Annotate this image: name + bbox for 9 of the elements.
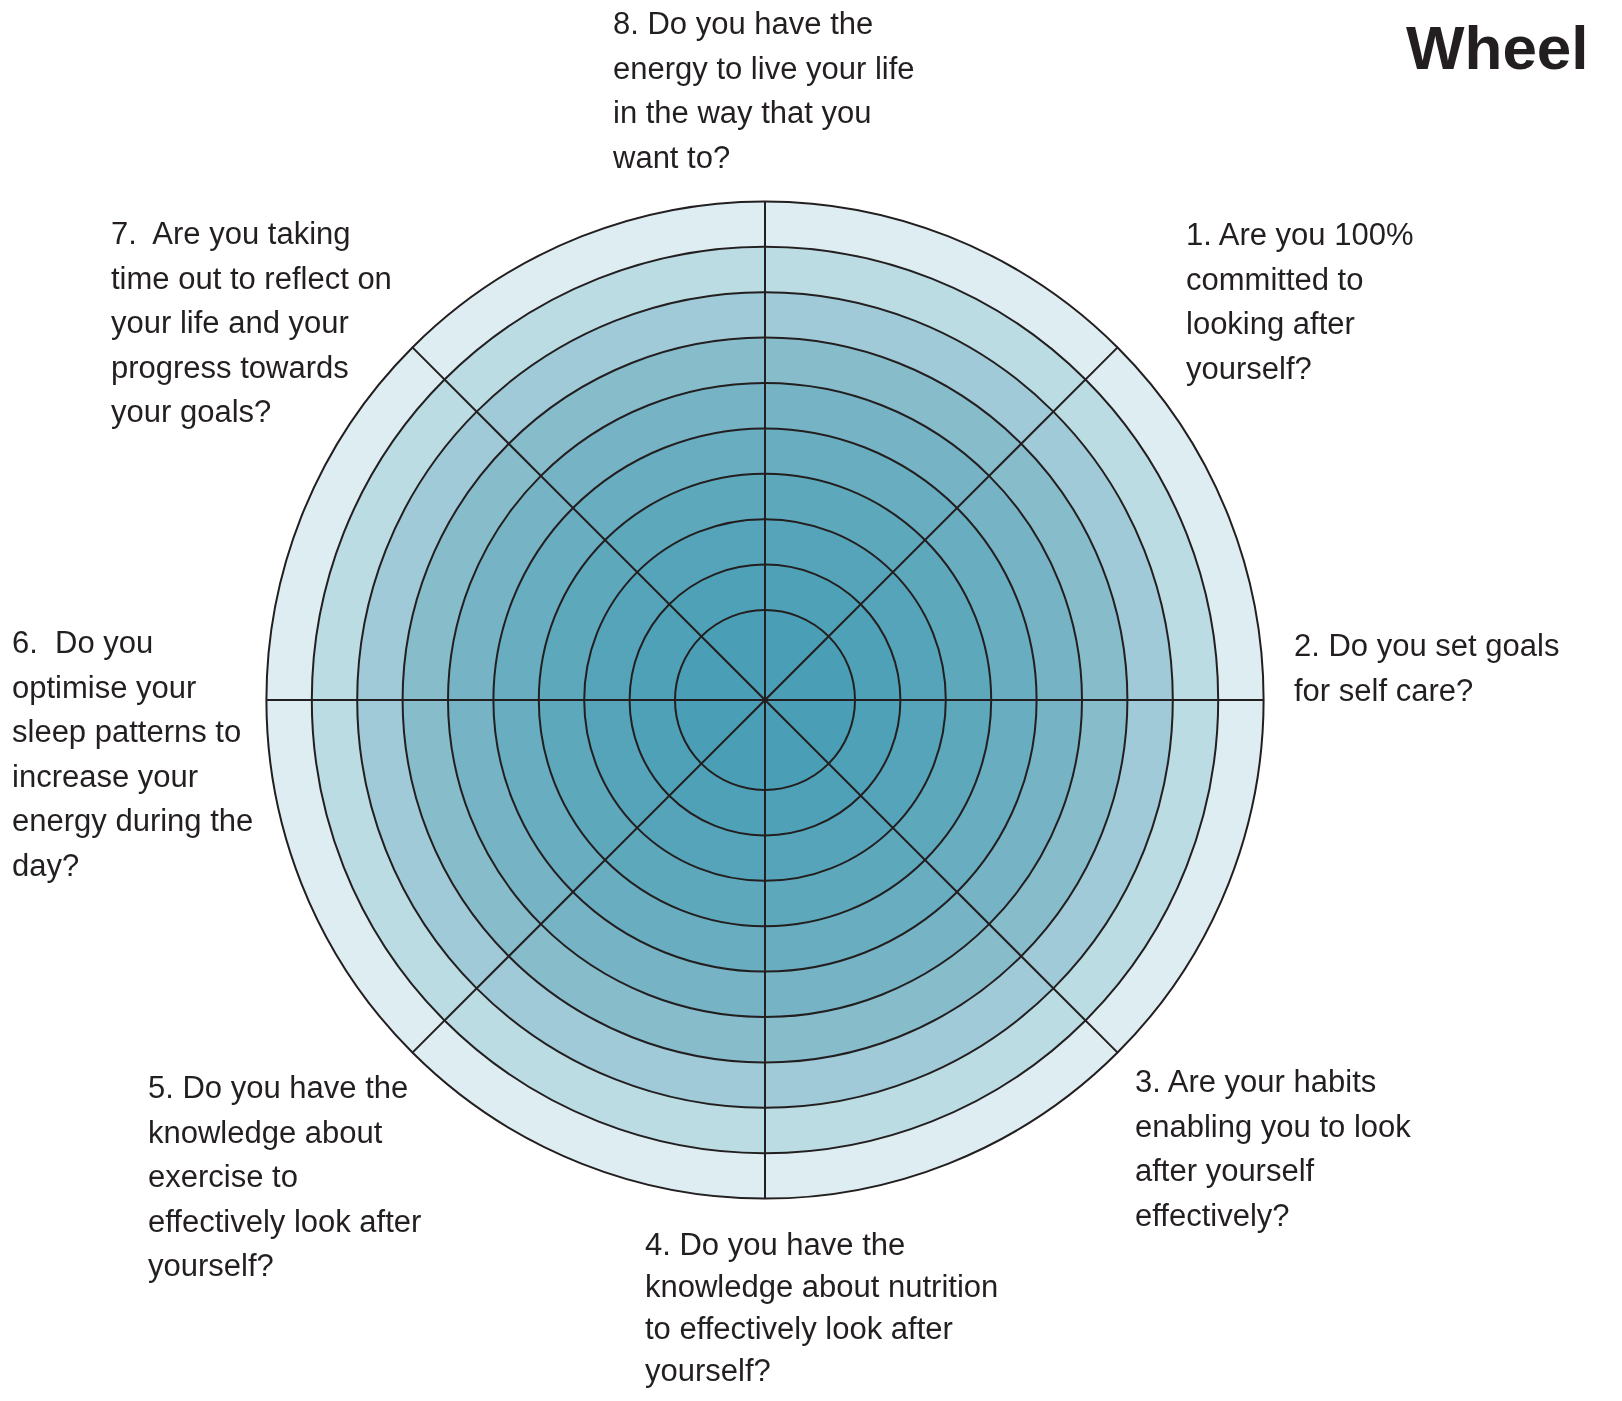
question-text: 8. Do you have the energy to live your life in the way that you want to? — [613, 5, 916, 177]
question-text: 2. Do you set goals for self care? — [1294, 627, 1561, 710]
question-text: 4. Do you have the knowledge about nutrition to effectively look after yourself? — [645, 1226, 1000, 1390]
question-text: 7. Are you taking time out to reflect on your life and your progress towards your goals? — [111, 215, 393, 432]
question-text: 5. Do you have the knowledge about exercise to effectively look after yourself? — [148, 1069, 423, 1286]
question-text: 1. Are you 100% committed to looking after yourself? — [1186, 216, 1415, 388]
question-text: 3. Are your habits enabling you to look after yourself effectively? — [1135, 1063, 1412, 1235]
question-text: 6. Do you optimise your sleep patterns to increase your energy during the day? — [12, 624, 255, 885]
title: Wheel — [1406, 12, 1589, 83]
